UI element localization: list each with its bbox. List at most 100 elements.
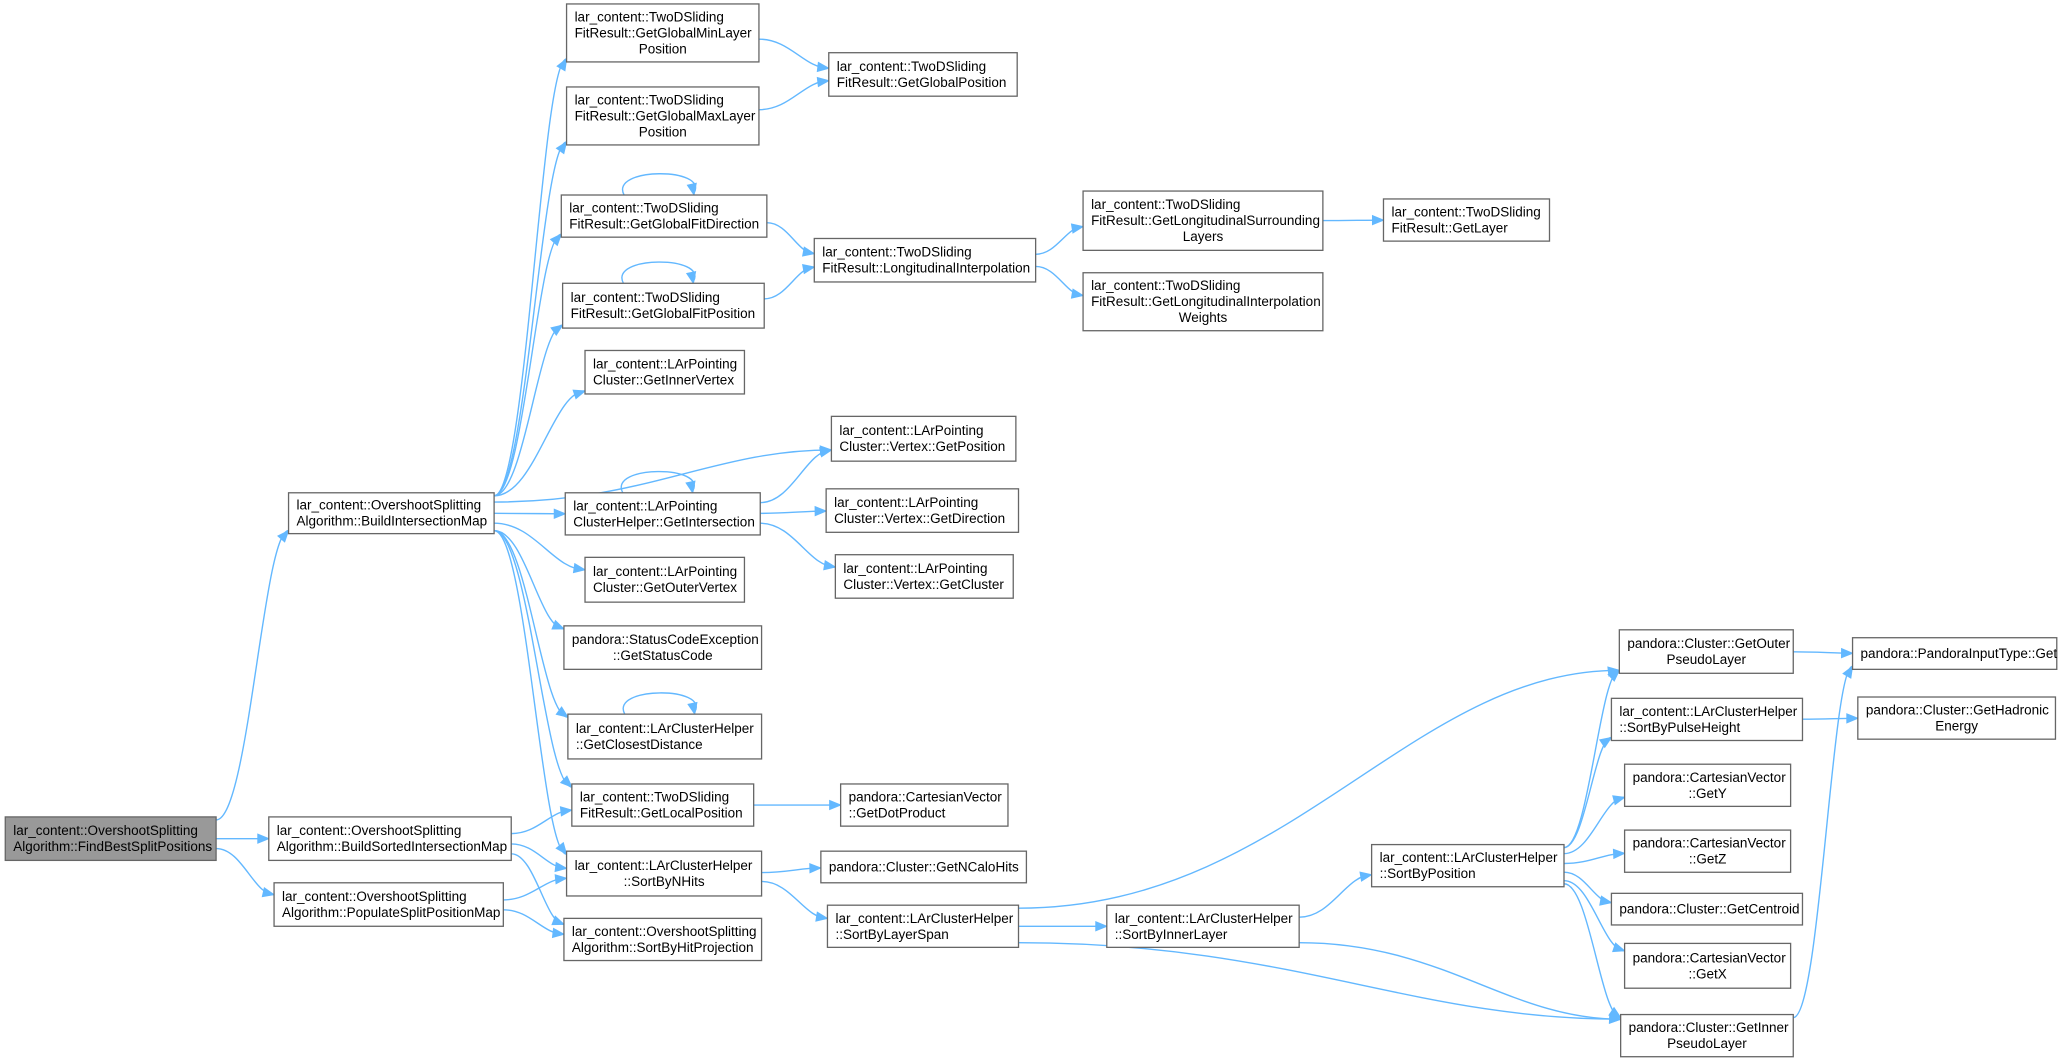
node-box <box>830 415 1017 462</box>
edge-arrowhead <box>554 861 568 873</box>
edge-arrowhead <box>686 182 697 197</box>
node-box <box>1610 697 1804 742</box>
edge-arrowhead <box>555 706 569 718</box>
function-node-pspm[interactable]: lar_content::OvershootSplittingAlgorithm… <box>273 882 504 927</box>
call-edge-bim-gfp <box>493 324 564 497</box>
function-node-gpos[interactable]: lar_content::TwoDSlidingFitResult::GetGl… <box>828 52 1018 97</box>
edge-arrowhead <box>551 619 566 630</box>
node-box <box>1623 942 1792 989</box>
edge-arrowhead <box>1598 736 1613 749</box>
node-label-line: PseudoLayer <box>1667 652 1747 667</box>
edge-arrowhead <box>277 529 290 543</box>
node-label-line: lar_content::OvershootSplitting <box>13 823 198 838</box>
function-node-root[interactable]: lar_content::OvershootSplittingAlgorithm… <box>4 816 217 862</box>
function-node-pit[interactable]: pandora::PandoraInputType::Get <box>1851 637 2058 670</box>
function-node-gmaxl[interactable]: lar_content::TwoDSlidingFitResult::GetGl… <box>565 86 760 146</box>
node-label-line: ::GetClosestDistance <box>576 737 703 752</box>
node-label-line: PseudoLayer <box>1667 1036 1747 1051</box>
edge-arrowhead <box>823 559 837 571</box>
node-box <box>813 237 1037 283</box>
node-label-line: lar_content::TwoDSliding <box>822 245 971 260</box>
edge-path <box>493 529 569 718</box>
node-label-line: FitResult::LongitudinalInterpolation <box>822 261 1030 276</box>
node-box <box>820 850 1028 884</box>
node-label-line: lar_content::OvershootSplitting <box>572 924 757 939</box>
function-node-sbil[interactable]: lar_content::LArClusterHelper::SortByInn… <box>1106 904 1300 949</box>
function-node-gint[interactable]: lar_content::LArPointingClusterHelper::G… <box>564 492 761 536</box>
function-node-gfp[interactable]: lar_content::TwoDSlidingFitResult::GetGl… <box>561 282 765 329</box>
function-node-glayer[interactable]: lar_content::TwoDSlidingFitResult::GetLa… <box>1382 198 1551 242</box>
edge-arrowhead <box>816 76 831 88</box>
node-label-line: lar_content::TwoDSliding <box>1391 205 1540 220</box>
function-node-gcen[interactable]: pandora::Cluster::GetCentroid <box>1610 892 1804 926</box>
edge-arrowhead <box>1599 895 1613 906</box>
edge-arrowhead <box>559 775 573 788</box>
function-node-gfd[interactable]: lar_content::TwoDSlidingFitResult::GetGl… <box>560 194 768 238</box>
edge-arrowhead <box>555 841 568 856</box>
node-label-line: ::GetX <box>1688 966 1726 981</box>
node-label-line: FitResult::GetLongitudinalInterpolation <box>1091 294 1321 309</box>
function-node-glp[interactable]: lar_content::TwoDSlidingFitResult::GetLo… <box>571 783 755 827</box>
edge-path <box>494 529 565 630</box>
edge-arrowhead <box>257 833 271 844</box>
function-node-cvy[interactable]: pandora::CartesianVector::GetY <box>1623 763 1792 808</box>
function-node-sbp[interactable]: lar_content::LArClusterHelper::SortByPos… <box>1370 843 1565 888</box>
function-node-cvz[interactable]: pandora::CartesianVector::GetZ <box>1623 829 1792 873</box>
node-label-line: Algorithm::FindBestSplitPositions <box>13 839 212 854</box>
node-box <box>563 625 763 670</box>
call-edge-sbp-sbph <box>1563 736 1613 849</box>
node-label-line: lar_content::TwoDSliding <box>575 9 724 24</box>
call-edge-sbil-sbp <box>1299 871 1373 918</box>
function-node-sbnh[interactable]: lar_content::LArClusterHelper::SortByNHi… <box>565 850 763 897</box>
node-box <box>273 882 504 927</box>
call-edge-gipl-pit <box>1792 665 1854 1019</box>
node-label-line: lar_content::TwoDSliding <box>837 59 986 74</box>
function-node-sbph[interactable]: lar_content::LArClusterHelper::SortByPul… <box>1610 697 1804 742</box>
function-node-vgp[interactable]: lar_content::LArPointingCluster::Vertex:… <box>830 415 1017 462</box>
function-node-gnch[interactable]: pandora::Cluster::GetNCaloHits <box>820 850 1028 884</box>
edge-path <box>760 449 832 504</box>
self-loop-path <box>622 692 697 715</box>
node-label-line: pandora::Cluster::GetInner <box>1629 1020 1789 1035</box>
function-node-li[interactable]: lar_content::TwoDSlidingFitResult::Longi… <box>813 237 1037 283</box>
function-node-gminl[interactable]: lar_content::TwoDSlidingFitResult::GetGl… <box>565 3 760 63</box>
node-label-line: lar_content::LArPointing <box>839 423 983 438</box>
node-box <box>826 904 1020 949</box>
function-node-gliw[interactable]: lar_content::TwoDSlidingFitResult::GetLo… <box>1082 272 1324 332</box>
function-node-gov[interactable]: lar_content::LArPointingCluster::GetOute… <box>584 556 746 603</box>
function-node-gsc[interactable]: pandora::StatusCodeException::GetStatusC… <box>563 625 763 670</box>
node-label-line: FitResult::GetLocalPosition <box>580 806 743 821</box>
node-label-line: Cluster::GetOuterVertex <box>593 580 737 595</box>
function-node-sbls[interactable]: lar_content::LArClusterHelper::SortByLay… <box>826 904 1020 949</box>
edge-path <box>494 449 832 503</box>
node-label-line: ClusterHelper::GetIntersection <box>573 514 755 529</box>
call-edge-root-pspm <box>216 847 276 898</box>
edge-arrowhead <box>1070 223 1085 234</box>
function-node-giv[interactable]: lar_content::LArPointingCluster::GetInne… <box>584 349 746 395</box>
function-node-cvx[interactable]: pandora::CartesianVector::GetX <box>1623 942 1792 989</box>
node-box <box>1623 763 1792 808</box>
call-graph-edges <box>215 38 1860 1025</box>
edge-arrowhead <box>1612 795 1626 806</box>
node-label-line: lar_content::TwoDSliding <box>569 201 718 216</box>
node-label-line: pandora::Cluster::GetNCaloHits <box>829 859 1019 874</box>
edge-arrowhead <box>802 246 816 257</box>
call-edge-bim-sbnh <box>493 529 568 856</box>
function-node-glsl[interactable]: lar_content::TwoDSlidingFitResult::GetLo… <box>1082 190 1324 251</box>
node-label-line: pandora::CartesianVector <box>1633 836 1787 851</box>
function-node-vgd[interactable]: lar_content::LArPointingCluster::Vertex:… <box>825 488 1020 533</box>
function-node-sbhp[interactable]: lar_content::OvershootSplittingAlgorithm… <box>563 917 763 962</box>
edge-arrowhead <box>816 61 831 73</box>
call-edge-gmaxl-gpos <box>758 76 831 111</box>
node-label-line: Algorithm::SortByHitProjection <box>572 940 754 955</box>
function-node-bsim[interactable]: lar_content::OvershootSplittingAlgorithm… <box>268 816 512 862</box>
function-node-gcd[interactable]: lar_content::LArClusterHelper::GetCloses… <box>567 713 763 760</box>
function-node-bim[interactable]: lar_content::OvershootSplittingAlgorithm… <box>287 492 495 535</box>
function-node-vgc[interactable]: lar_content::LArPointingCluster::Vertex:… <box>834 554 1014 599</box>
node-label-line: ::GetZ <box>1689 852 1727 867</box>
node-label-line: lar_content::TwoDSliding <box>575 92 724 107</box>
function-node-gdot[interactable]: pandora::CartesianVector::GetDotProduct <box>839 783 1009 827</box>
